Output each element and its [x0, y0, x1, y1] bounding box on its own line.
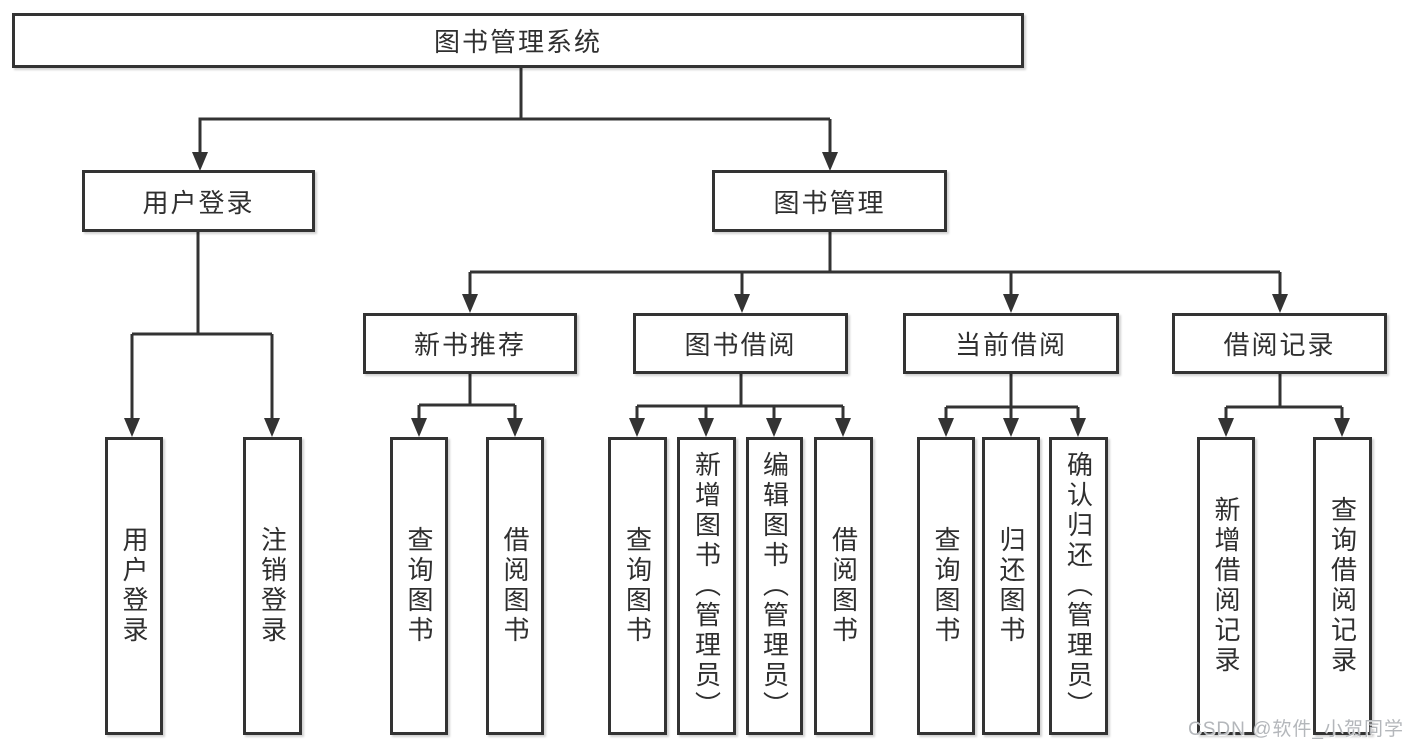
node-new-book-recommend: 新书推荐: [363, 313, 577, 374]
leaf-newbooks-query-books: 查询图书: [390, 437, 448, 735]
leaf-current-confirm-return-admin: 确认归还（管理员）: [1049, 437, 1108, 735]
csdn-watermark: CSDN @软件_小贺同学: [1188, 719, 1404, 740]
node-user-login-label: 用户登录: [142, 187, 255, 218]
leaf-borrow-query-books-label: 查询图书: [622, 526, 653, 646]
node-root-library-system: 图书管理系统: [12, 13, 1024, 68]
leaf-borrow-borrow-books-label: 借阅图书: [828, 526, 859, 646]
node-new-book-recommend-label: 新书推荐: [413, 330, 526, 360]
node-book-borrow: 图书借阅: [633, 313, 848, 374]
leaf-logout-label: 注销登录: [257, 526, 288, 646]
leaf-newbooks-query-books-label: 查询图书: [404, 526, 434, 646]
leaf-borrow-add-books-admin-label: 新增图书（管理员）: [691, 451, 722, 721]
leaf-borrow-query-books: 查询图书: [608, 437, 667, 735]
node-borrow-records: 借阅记录: [1172, 313, 1387, 374]
leaf-current-query-books-label: 查询图书: [931, 526, 961, 646]
node-borrow-records-label: 借阅记录: [1223, 330, 1336, 360]
leaf-current-query-books: 查询图书: [917, 437, 975, 735]
leaf-records-add-record: 新增借阅记录: [1197, 437, 1255, 735]
leaf-borrow-edit-books-admin-label: 编辑图书（管理员）: [759, 451, 790, 721]
node-user-login: 用户登录: [82, 170, 315, 232]
leaf-records-add-record-label: 新增借阅记录: [1211, 496, 1241, 676]
node-book-management-label: 图书管理: [773, 187, 886, 218]
leaf-borrow-add-books-admin: 新增图书（管理员）: [677, 437, 736, 735]
leaf-borrow-borrow-books: 借阅图书: [814, 437, 873, 735]
node-current-borrow-label: 当前借阅: [954, 330, 1067, 360]
leaf-newbooks-borrow-books-label: 借阅图书: [500, 526, 530, 646]
leaf-records-query-record-label: 查询借阅记录: [1327, 496, 1358, 676]
leaf-current-confirm-return-admin-label: 确认归还（管理员）: [1063, 451, 1094, 721]
leaf-records-query-record: 查询借阅记录: [1313, 437, 1372, 735]
leaf-user-login-label: 用户登录: [119, 526, 149, 646]
leaf-current-return-books: 归还图书: [982, 437, 1040, 735]
node-root-label: 图书管理系统: [433, 27, 602, 57]
node-current-borrow: 当前借阅: [903, 313, 1119, 374]
node-book-borrow-label: 图书借阅: [684, 330, 797, 360]
leaf-logout: 注销登录: [243, 437, 302, 735]
leaf-user-login: 用户登录: [105, 437, 163, 735]
leaf-newbooks-borrow-books: 借阅图书: [486, 437, 544, 735]
leaf-current-return-books-label: 归还图书: [996, 526, 1026, 646]
leaf-borrow-edit-books-admin: 编辑图书（管理员）: [746, 437, 803, 735]
node-book-management: 图书管理: [712, 170, 947, 232]
